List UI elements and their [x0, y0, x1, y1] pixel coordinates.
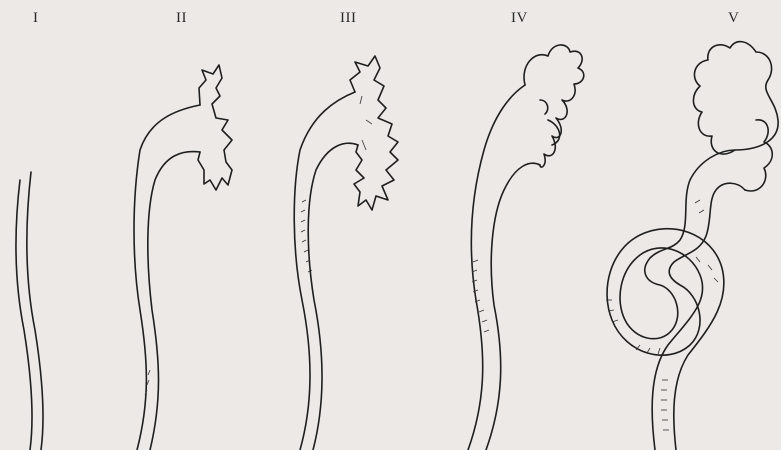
stage-3-branched-bud: [294, 56, 398, 450]
stage-5-coiled-tubule: [606, 42, 778, 450]
stage-2-bud-with-ampulla: [134, 65, 232, 450]
stage-4-hatching: [472, 260, 489, 332]
stage-1-ureteric-bud: [16, 172, 43, 450]
stage-3-hatching: [301, 200, 312, 272]
stage-4-lobulated-bud: [468, 45, 584, 450]
